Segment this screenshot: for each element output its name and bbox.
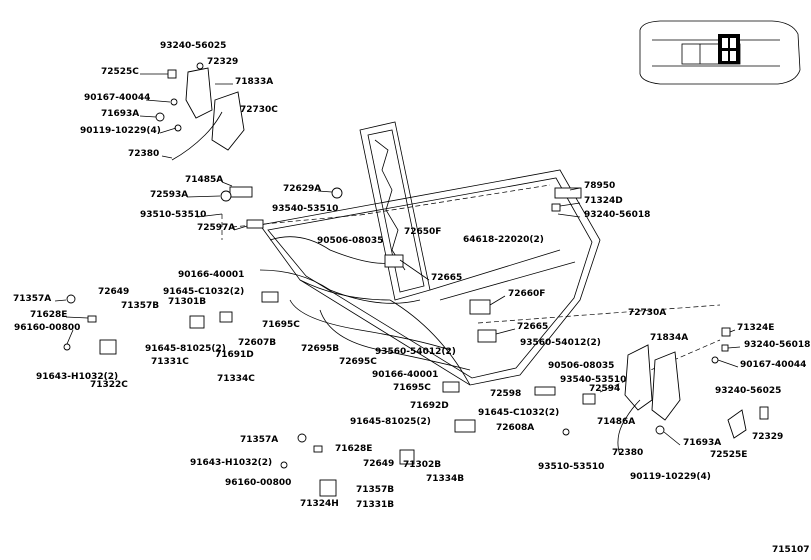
part-label: 90119-10229(4) <box>630 472 711 482</box>
part-label: 71695C <box>393 383 431 393</box>
part-label: 91645-C1032(2) <box>478 408 559 418</box>
part-label: 72607B <box>238 338 276 348</box>
part-label: 71357A <box>240 435 278 445</box>
part-label: 71695C <box>262 320 300 330</box>
part-label: 72730C <box>240 105 278 115</box>
figure-id: 715107 <box>772 545 810 555</box>
part-label: 93540-53510 <box>560 375 626 385</box>
part-label: 71693A <box>683 438 721 448</box>
part-label: 71833A <box>235 77 273 87</box>
part-label: 93510-53510 <box>140 210 206 220</box>
part-label: 72593A <box>150 190 188 200</box>
part-label: 72329 <box>207 57 238 67</box>
part-label: 90119-10229(4) <box>80 126 161 136</box>
part-label: 71628E <box>30 310 67 320</box>
part-label: 93240-56018 <box>744 340 810 350</box>
part-label: 71692D <box>410 401 449 411</box>
part-label: 91645-81025(2) <box>350 417 431 427</box>
part-label: 71357B <box>121 301 159 311</box>
part-label: 72380 <box>612 448 643 458</box>
part-label: 71357B <box>356 485 394 495</box>
part-label: 71322C <box>90 380 128 390</box>
part-label: 72329 <box>752 432 783 442</box>
part-label: 72695B <box>301 344 339 354</box>
part-label: 72649 <box>363 459 394 469</box>
part-label: 90506-08035 <box>317 236 383 246</box>
part-label: 90166-40001 <box>372 370 438 380</box>
part-label: 72660F <box>508 289 545 299</box>
part-label: 71834A <box>650 333 688 343</box>
part-label: 72380 <box>128 149 159 159</box>
part-label: 71357A <box>13 294 51 304</box>
part-label: 72598 <box>490 389 521 399</box>
reference-lines <box>221 184 721 393</box>
part-label: 90506-08035 <box>548 361 614 371</box>
part-label: 72608A <box>496 423 534 433</box>
part-label: 71485A <box>185 175 223 185</box>
part-label: 93240-56018 <box>584 210 650 220</box>
part-label: 91645-C1032(2) <box>163 287 244 297</box>
part-label: 72525C <box>101 67 139 77</box>
part-label: 71334B <box>426 474 464 484</box>
part-label: 71486A <box>597 417 635 427</box>
part-label: 71628E <box>335 444 372 454</box>
part-label: 72525E <box>710 450 747 460</box>
part-label: 71324E <box>737 323 774 333</box>
part-label: 72649 <box>98 287 129 297</box>
part-label: 78950 <box>584 181 615 191</box>
part-label: 72730A <box>628 308 666 318</box>
part-label: 71334C <box>217 374 255 384</box>
part-label: 64618-22020(2) <box>463 235 544 245</box>
part-label: 93540-53510 <box>272 204 338 214</box>
part-label: 71693A <box>101 109 139 119</box>
part-label: 72665 <box>517 322 548 332</box>
part-label: 71324H <box>300 499 339 509</box>
part-label: 72650F <box>404 227 441 237</box>
part-label: 72597A <box>197 223 235 233</box>
part-label: 91643-H1032(2) <box>36 372 118 382</box>
part-label: 72695C <box>339 357 377 367</box>
part-number-labels: 93240-56025 72329 72525C 71833A 90167-40044 7… <box>13 41 810 510</box>
part-label: 90167-40044 <box>84 93 150 103</box>
part-label: 96160-00800 <box>14 323 80 333</box>
part-label: 71324D <box>584 196 623 206</box>
part-label: 72594 <box>589 384 620 394</box>
car-locator-icon <box>639 20 801 85</box>
part-label: 93240-56025 <box>160 41 226 51</box>
part-label: 96160-00800 <box>225 478 291 488</box>
left-hinge-assembly <box>155 62 245 161</box>
part-label: 90167-40044 <box>740 360 806 370</box>
part-label: 71691D <box>215 350 254 360</box>
part-label: 71301B <box>168 297 206 307</box>
part-label: 91645-81025(2) <box>145 344 226 354</box>
part-label: 93560-54012(2) <box>520 338 601 348</box>
leader-lines <box>54 73 741 446</box>
part-label: 93510-53510 <box>538 462 604 472</box>
right-hinge-assembly <box>617 327 769 456</box>
part-label: 91643-H1032(2) <box>190 458 272 468</box>
small-parts <box>63 186 596 497</box>
part-label: 71331B <box>356 500 394 510</box>
part-label: 93240-56025 <box>715 386 781 396</box>
part-label: 71331C <box>151 357 189 367</box>
part-label: 90166-40001 <box>178 270 244 280</box>
part-label: 72629A <box>283 184 321 194</box>
part-label: 71302B <box>403 460 441 470</box>
part-label: 93560-54012(2) <box>375 347 456 357</box>
part-label: 72665 <box>431 273 462 283</box>
